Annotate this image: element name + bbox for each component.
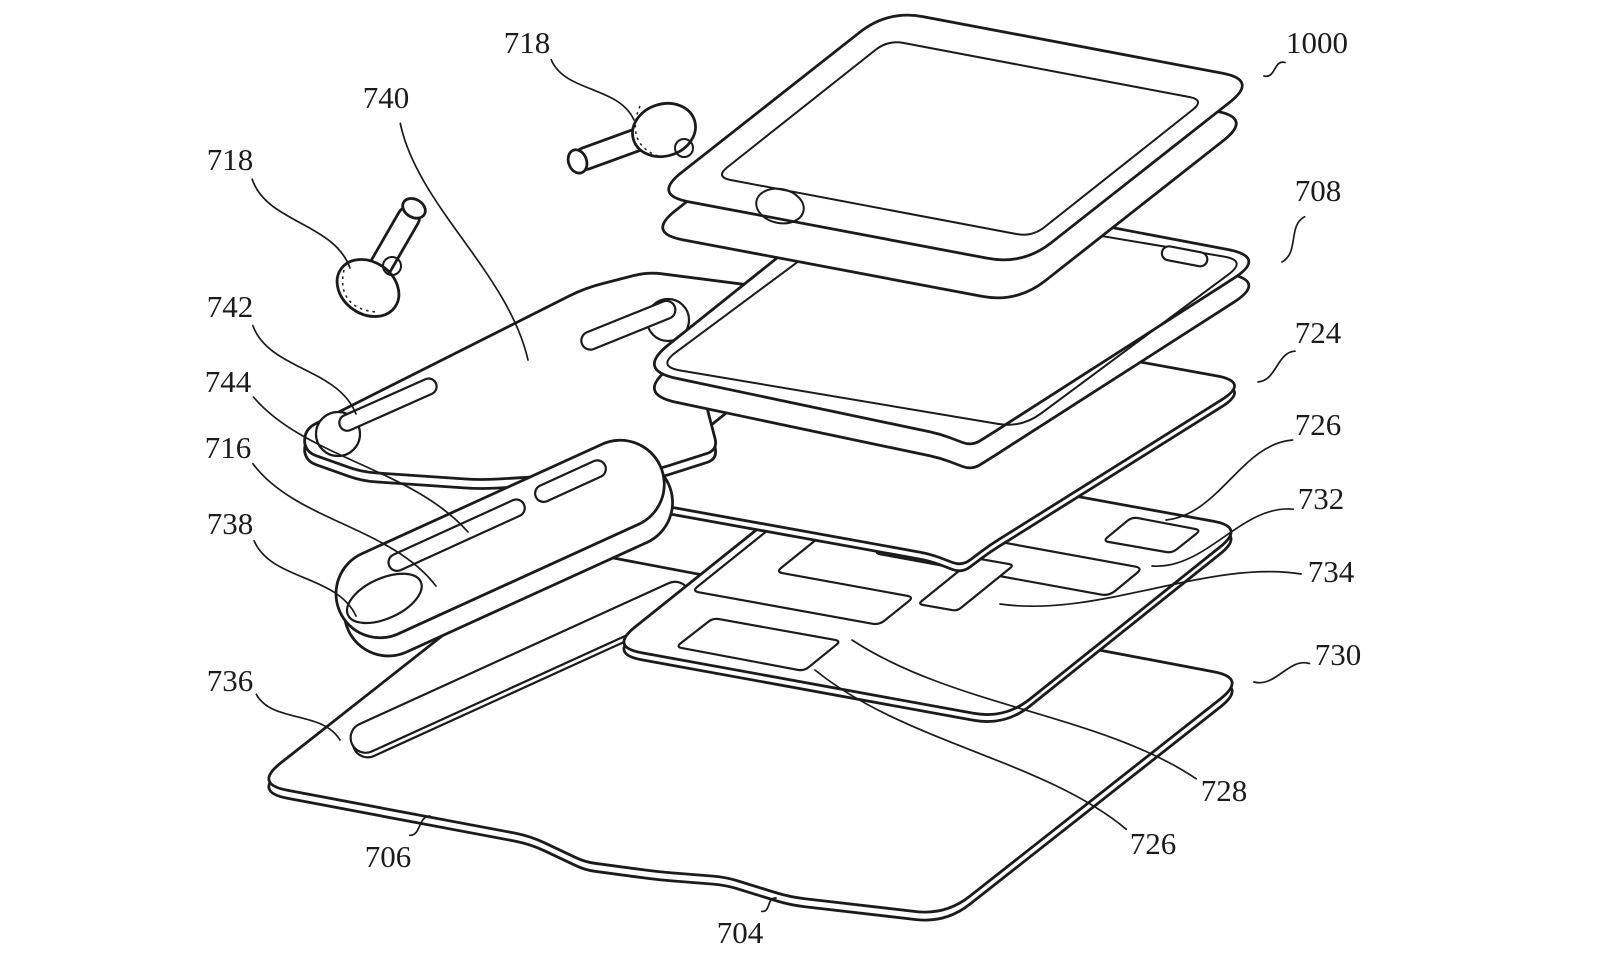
leader-line-726-right [1165,439,1294,521]
phone-screen [721,41,1199,236]
pocket-piece-716 [334,438,674,658]
smartphone-1000 [661,13,1244,300]
ref-label-744: 744 [205,364,252,399]
leader-line-744 [252,396,469,533]
leader-line-706 [408,815,431,837]
reference-labels: 1000 718 740 718 708 742 724 744 726 716 732 738 734… [205,25,1362,950]
ref-label-1000: 1000 [1286,25,1348,60]
leader-line-1000 [1263,61,1286,78]
leader-lines [251,58,1311,913]
ref-label-716: 716 [205,430,252,465]
leader-line-738 [253,539,357,617]
ref-label-726-right: 726 [1295,407,1342,442]
ref-label-704: 704 [717,915,764,950]
ref-label-740: 740 [363,80,410,115]
pocket-opening-738 [345,572,423,625]
ref-label-708: 708 [1295,173,1342,208]
home-button [755,187,805,225]
leader-line-704 [760,897,777,913]
ref-label-738: 738 [207,506,254,541]
ref-label-730: 730 [1315,637,1362,672]
leader-line-724 [1257,350,1296,383]
earbud-718-left [335,197,427,318]
leader-line-736 [255,693,341,741]
ref-label-724: 724 [1295,315,1342,350]
ref-label-736: 736 [207,663,254,698]
side-button [1160,245,1209,268]
leader-line-734 [999,570,1302,608]
leader-line-740 [399,122,529,361]
ref-label-726-bottom: 726 [1130,826,1177,861]
leader-line-742 [251,324,357,415]
leader-line-732 [1151,508,1295,567]
pocket-slot-744 [387,498,526,572]
leader-line-718-top [550,58,635,121]
ref-label-742: 742 [207,289,254,324]
earbud-cutout-742 [314,377,438,458]
leader-line-728 [851,639,1198,780]
earbud-718-right [566,101,697,175]
ref-label-734: 734 [1308,554,1355,589]
leader-line-716 [252,462,437,587]
cover-slot-736 [349,580,694,759]
ref-label-718-top: 718 [504,25,551,60]
leader-line-730 [1253,661,1311,684]
leader-line-726-bottom [814,669,1128,831]
earbud-cutout-upper [580,297,691,351]
ref-label-728: 728 [1201,773,1248,808]
leader-line-718-left [251,178,351,269]
leader-line-708 [1281,215,1306,263]
ref-label-718-left: 718 [207,142,254,177]
ref-label-732: 732 [1298,481,1345,516]
ref-label-706: 706 [365,839,412,874]
